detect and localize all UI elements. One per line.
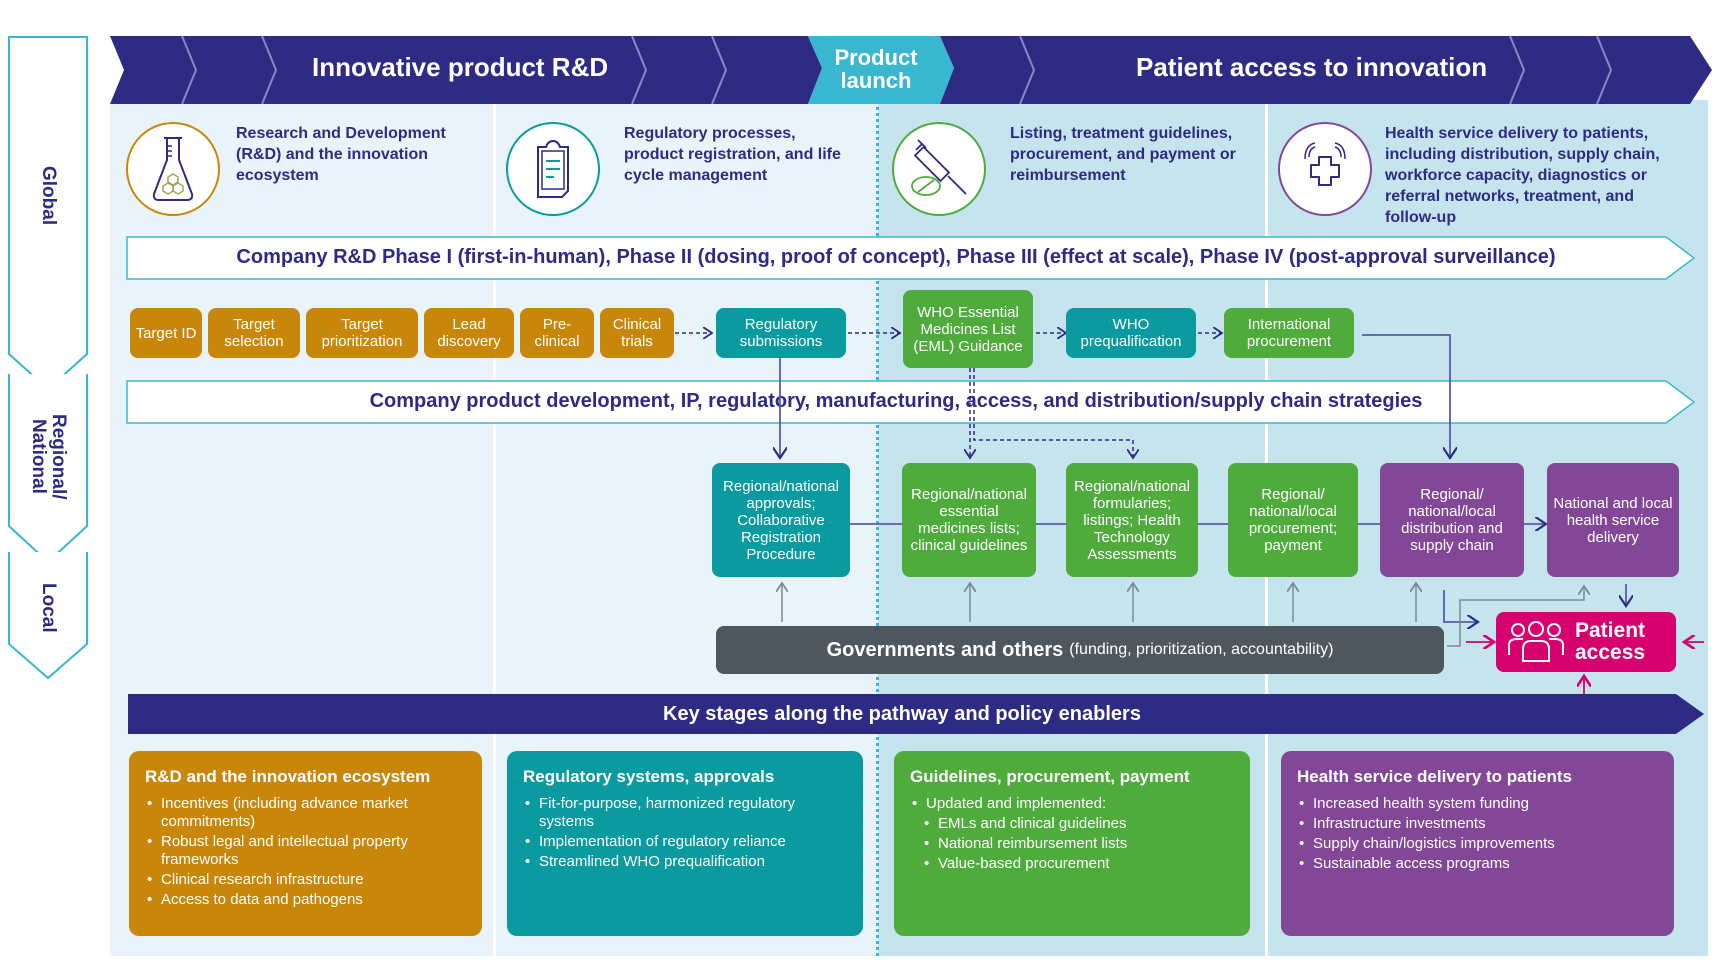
medical-cross-icon	[1304, 142, 1346, 186]
header-chevron-dividers	[181, 35, 1613, 105]
enabler-item: Increased health system funding	[1297, 795, 1658, 813]
step-who-prequalification: WHO prequalification	[1066, 308, 1196, 358]
enabler-item: Incentives (including advance market com…	[145, 795, 466, 831]
intro-icon-circle-listing	[892, 122, 986, 216]
launch-dotted-divider	[876, 100, 879, 956]
enabler-item: Sustainable access programs	[1297, 855, 1658, 873]
step-regulatory-submissions: Regulatory submissions	[716, 308, 846, 358]
intro-text-rd: Research and Development (R&D) and the i…	[236, 125, 446, 184]
enabler-item: Fit-for-purpose, harmonized regulatory s…	[523, 795, 847, 831]
enabler-list-regulatory: Fit-for-purpose, harmonized regulatory s…	[523, 795, 847, 871]
enabler-card-regulatory: Regulatory systems, approvals Fit-for-pu…	[507, 751, 863, 936]
intro-icon-circle-regulatory	[506, 122, 600, 216]
enabler-item: Robust legal and intellectual property f…	[145, 833, 466, 869]
step-international-procurement: International procurement	[1224, 308, 1354, 358]
step-target-prioritization: Target prioritization	[306, 308, 418, 358]
header-access-title: Patient access to innovation	[1136, 52, 1488, 82]
level-regional: Regional/ National	[8, 374, 88, 564]
panel-divider-1	[493, 100, 496, 956]
enabler-item: Clinical research infrastructure	[145, 871, 466, 889]
enabler-title-health: Health service delivery to patients	[1297, 767, 1572, 786]
patient-access-box: Patient access	[1496, 612, 1676, 672]
header-access-band	[940, 36, 1712, 104]
step-preclinical: Pre-clinical	[520, 308, 594, 358]
step-clinical-trials: Clinical trials	[600, 308, 674, 358]
level-global: Global	[8, 36, 88, 391]
governments-title: Governments and others	[826, 638, 1064, 661]
enabler-item: Access to data and pathogens	[145, 891, 466, 909]
enabler-title-rd: R&D and the innovation ecosystem	[145, 767, 431, 786]
step-target-id: Target ID	[130, 308, 202, 358]
enabler-subitem: Value-based procurement	[910, 855, 1234, 873]
step-health-service-delivery: National and local health service delive…	[1547, 463, 1679, 577]
enabler-item: Supply chain/logistics improvements	[1297, 835, 1658, 853]
governments-subtitle: (funding, prioritization, accountability…	[1069, 641, 1334, 658]
phases-banner-shape	[126, 236, 1696, 280]
intro-icon-circle-rd	[126, 122, 220, 216]
enabler-item: Infrastructure investments	[1297, 815, 1658, 833]
enabler-subitem: National reimbursement lists	[910, 835, 1234, 853]
level-label-regional: Regional/ National	[28, 413, 69, 500]
intro-text-listing: Listing, treatment guidelines, procureme…	[1010, 125, 1236, 184]
enabler-item: Streamlined WHO prequalification	[523, 853, 847, 871]
step-lead-discovery: Lead discovery	[424, 308, 514, 358]
enabler-item: Implementation of regulatory reliance	[523, 833, 847, 851]
governments-bar: Governments and others (funding, priorit…	[716, 626, 1444, 674]
strategies-banner-text: Company product development, IP, regulat…	[369, 390, 1423, 412]
intro-text-regulatory: Regulatory processes, product registrati…	[624, 125, 841, 184]
phases-banner-text: Company R&D Phase I (first-in-human), Ph…	[236, 246, 1556, 268]
level-arrow-global	[8, 36, 88, 391]
enabler-card-health: Health service delivery to patients Incr…	[1281, 751, 1674, 936]
step-who-eml-guidance: WHO Essential Medicines List (EML) Guida…	[903, 290, 1033, 368]
step-regional-formularies: Regional/national formularies; listings;…	[1066, 463, 1198, 577]
enabler-list-guidelines: Updated and implemented: EMLs and clinic…	[910, 795, 1234, 873]
enabler-card-rd: R&D and the innovation ecosystem Incenti…	[129, 751, 482, 936]
flask-icon	[152, 137, 194, 201]
level-local: Local	[8, 552, 88, 682]
syringe-pill-icon	[911, 139, 967, 196]
header-chevron-band	[110, 35, 1712, 105]
step-regional-approvals: Regional/national approvals; Collaborati…	[712, 463, 850, 577]
patient-access-label: Patient access	[1575, 619, 1646, 664]
enabler-list-health: Increased health system funding Infrastr…	[1297, 795, 1658, 873]
enabler-title-guidelines: Guidelines, procurement, payment	[910, 767, 1190, 786]
enabler-subitem: EMLs and clinical guidelines	[910, 815, 1234, 833]
level-arrow-local	[8, 552, 88, 680]
level-label-global: Global	[37, 166, 59, 226]
header-launch-title: Product launch	[834, 45, 918, 94]
clipboard-icon	[537, 139, 569, 198]
level-label-local: Local	[37, 583, 59, 633]
header-rd-band	[110, 36, 822, 104]
enabler-card-guidelines: Guidelines, procurement, payment Updated…	[894, 751, 1250, 936]
header-launch-band	[808, 36, 954, 104]
enabler-list-rd: Incentives (including advance market com…	[145, 795, 466, 909]
intro-icon-circle-health	[1278, 122, 1372, 216]
step-target-selection: Target selection	[208, 308, 300, 358]
step-regional-eml: Regional/national essential medicines li…	[902, 463, 1036, 577]
enabler-title-regulatory: Regulatory systems, approvals	[523, 767, 775, 786]
key-stages-banner-shape	[128, 694, 1704, 734]
people-group-icon	[1508, 621, 1564, 662]
step-regional-distribution: Regional/ national/local distribution an…	[1380, 463, 1524, 577]
enabler-item: Updated and implemented:	[910, 795, 1234, 813]
key-stages-banner-text: Key stages along the pathway and policy …	[663, 703, 1141, 725]
header-rd-title: Innovative product R&D	[312, 52, 609, 82]
intro-text-health: Health service delivery to patients, inc…	[1385, 125, 1660, 226]
step-regional-procurement: Regional/ national/local procurement; pa…	[1228, 463, 1358, 577]
